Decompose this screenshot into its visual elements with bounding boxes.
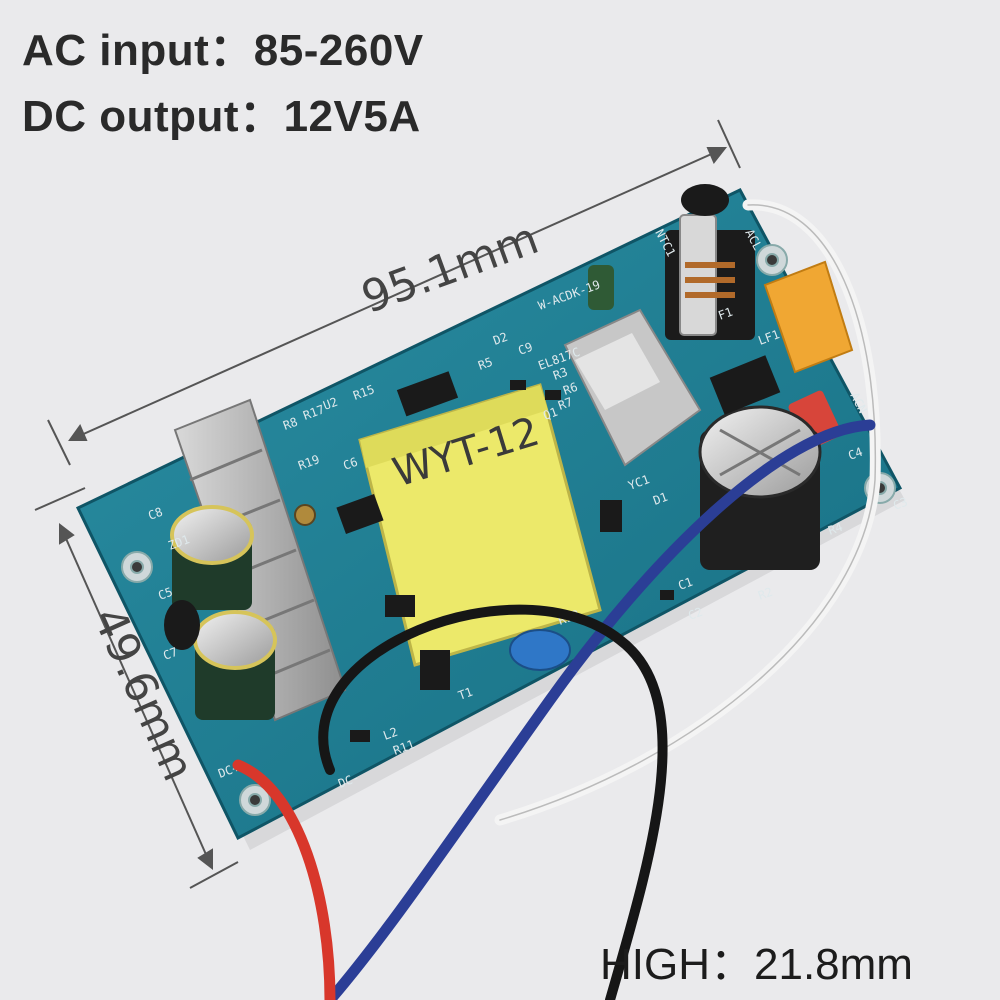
- silkscreen-label: R6: [561, 380, 579, 398]
- silkscreen-label: R4: [826, 520, 844, 538]
- silkscreen-label: L2: [381, 725, 399, 743]
- silkscreen-label: C9: [516, 340, 534, 358]
- silkscreen-label: R17: [301, 402, 326, 423]
- silkscreen-label: YC1: [626, 472, 651, 493]
- silkscreen-label: C3: [891, 495, 909, 513]
- input-capacitor: [698, 405, 822, 570]
- output-inductor: [164, 600, 200, 650]
- wires: [232, 199, 881, 1000]
- ac-input-spec: AC input：85-260V: [22, 26, 424, 75]
- silkscreen-label: R7: [556, 395, 574, 413]
- dc-output-spec: DC output：12V5A: [22, 92, 421, 141]
- y-capacitor: [509, 629, 571, 671]
- silkscreen-label: LF1: [756, 327, 781, 348]
- wire-black: [318, 604, 668, 1000]
- dimension-length: [47, 119, 741, 466]
- transformer: WYT-12: [358, 383, 602, 667]
- silkscreen-label: C1: [676, 575, 694, 593]
- smd-components: [336, 355, 781, 742]
- silkscreen-label: R11: [391, 737, 416, 758]
- silkscreen-label: C7: [161, 645, 179, 663]
- silkscreen-label: R8: [281, 415, 299, 433]
- dc-negative-label: DC-: [336, 770, 361, 791]
- wire-blue: [324, 419, 876, 1000]
- dimension-width: [34, 487, 239, 889]
- silkscreen-label: R2: [756, 585, 774, 603]
- ntc-thermistor: [681, 184, 729, 216]
- small-capacitor: [588, 265, 614, 310]
- silkscreen-label: ZD1: [166, 532, 191, 553]
- x-capacitor: [763, 260, 854, 374]
- silkscreen-label: R5: [476, 355, 494, 373]
- silkscreen-label: Q1: [541, 405, 559, 423]
- silkscreen-label: D1: [651, 490, 669, 508]
- silkscreen-label: C8: [146, 505, 164, 523]
- silkscreen-label: U2: [321, 395, 339, 413]
- silkscreen-label: C4: [846, 445, 864, 463]
- wire-red: [232, 759, 336, 1000]
- silkscreen-label: R19: [296, 452, 321, 473]
- silkscreen-label: C6: [341, 455, 359, 473]
- silkscreen-label: T1: [456, 685, 474, 703]
- silkscreen-label: R3: [551, 365, 569, 383]
- common-mode-choke: [665, 214, 755, 340]
- mosfet-bracket: [563, 308, 702, 467]
- silkscreen-label: D2: [491, 330, 509, 348]
- output-capacitors: [170, 505, 277, 720]
- silkscreen-label: R15: [351, 382, 376, 403]
- silkscreen-label: F1: [716, 305, 734, 323]
- silkscreen-label: C5: [156, 585, 174, 603]
- height-spec: HIGH：21.8mm: [600, 940, 913, 989]
- silkscreen-label: C2: [686, 605, 704, 623]
